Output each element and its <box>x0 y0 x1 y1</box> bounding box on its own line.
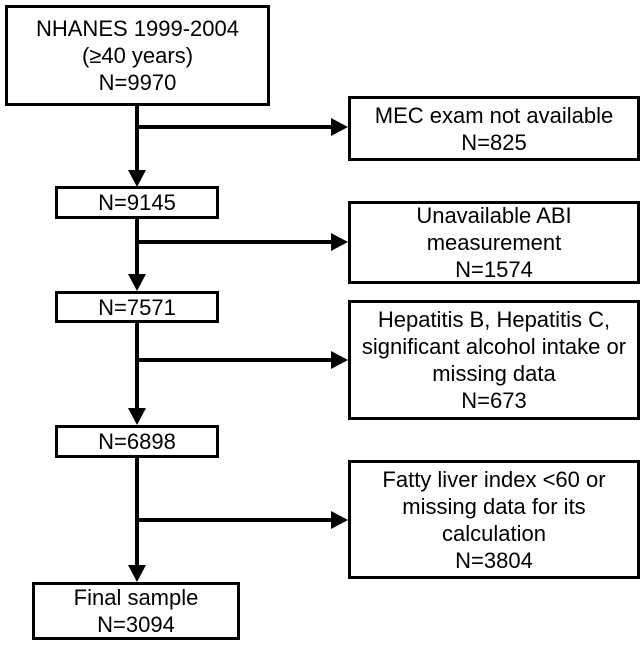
flow-box-n9145: N=9145 <box>55 186 219 219</box>
exclusion-box-fatty-liver-index: Fatty liver index <60 or missing data fo… <box>348 460 640 579</box>
flow-box-final-sample: Final sample N=3094 <box>32 582 240 640</box>
arrowhead-down-n9145-icon <box>128 170 146 187</box>
exclusion-box-mec-exam: MEC exam not available N=825 <box>348 96 640 161</box>
arrowhead-right-abi-icon <box>331 233 348 251</box>
flow-box-n7571: N=7571 <box>55 291 219 323</box>
arrowhead-down-n7571-icon <box>128 274 146 291</box>
arrowhead-right-fli-icon <box>331 511 348 529</box>
arrowhead-right-hepatitis-icon <box>331 351 348 369</box>
arrowhead-down-final-icon <box>128 565 146 582</box>
flow-box-n6898: N=6898 <box>55 425 219 458</box>
arrowhead-right-mec-icon <box>331 118 348 136</box>
exclusion-box-hepatitis-alcohol: Hepatitis B, Hepatitis C, significant al… <box>348 300 640 420</box>
arrowhead-down-n6898-icon <box>128 408 146 425</box>
flow-box-nhanes-source: NHANES 1999-2004 (≥40 years) N=9970 <box>5 5 270 106</box>
exclusion-box-abi-measurement: Unavailable ABI measurement N=1574 <box>348 201 640 284</box>
